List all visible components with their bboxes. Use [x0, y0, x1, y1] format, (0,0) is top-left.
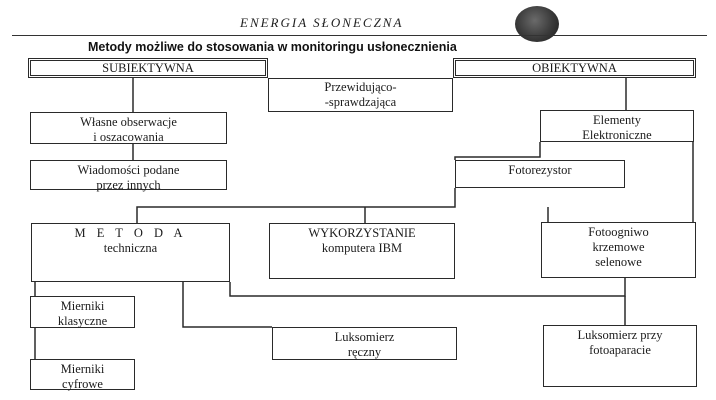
node-mierniki-cyfrowe: Mierniki cyfrowe: [30, 359, 135, 391]
node-label: Luksomierz: [334, 330, 395, 344]
connector-metoda-luksomierz: [182, 282, 272, 328]
node-label: Mierniki: [60, 299, 105, 313]
node-wlasne-obserwacje: Własne obserwacje i oszacowania: [30, 112, 227, 144]
node-przewidujaco: Przewidująco- -sprawdzająca: [268, 78, 453, 112]
node-label: krzemowe: [592, 240, 645, 254]
node-label: Własne obserwacje: [80, 115, 177, 129]
node-label: -sprawdzająca: [324, 95, 397, 109]
node-label: i oszacowania: [93, 130, 164, 144]
node-wiadomosci: Wiadomości podane przez innych: [30, 160, 227, 192]
decorative-dot: [515, 6, 559, 42]
node-label: WYKORZYSTANIE: [308, 226, 416, 240]
header-rule: [12, 35, 707, 36]
node-fotoogniwo: Fotoogniwo krzemowe selenowe: [541, 222, 696, 278]
connector-metoda-lower: [229, 278, 626, 297]
node-label: przez innych: [96, 178, 161, 192]
node-label: klasyczne: [57, 314, 108, 328]
node-label: selenowe: [595, 255, 642, 269]
node-wykorzystanie-komputera: WYKORZYSTANIE komputera IBM: [269, 223, 455, 279]
node-label: komputera IBM: [321, 241, 403, 255]
node-elementy-elektroniczne: Elementy Elektroniczne: [540, 110, 694, 142]
node-luksomierz-fotoaparat: Luksomierz przy fotoaparacie: [543, 325, 697, 387]
node-label: Mierniki: [60, 362, 105, 376]
connector-fotorezystor-bus: [136, 188, 456, 223]
node-label: Wiadomości podane: [77, 163, 180, 177]
connector-elementy-fotorezystor: [454, 142, 541, 160]
running-head: ENERGIA SŁONECZNA: [240, 15, 404, 30]
diagram-caption: Metody możliwe do stosowania w monitorin…: [88, 40, 457, 54]
node-label: Przewidująco-: [324, 80, 397, 94]
node-label: Elementy: [593, 113, 641, 127]
node-label: Luksomierz przy: [577, 328, 663, 342]
node-label: M E T O D A: [74, 226, 187, 240]
node-label: Fotoogniwo: [588, 225, 649, 239]
node-label: OBIEKTYWNA: [532, 60, 617, 75]
node-label: SUBIEKTYWNA: [102, 60, 194, 75]
node-luksomierz-reczny: Luksomierz ręczny: [272, 327, 457, 360]
node-label: cyfrowe: [62, 377, 103, 391]
node-label: Elektroniczne: [582, 128, 652, 142]
node-label: ręczny: [347, 345, 382, 359]
node-label: Fotorezystor: [508, 163, 572, 177]
node-label: techniczna: [103, 241, 158, 255]
node-fotorezystor: Fotorezystor: [455, 160, 625, 188]
node-mierniki-klasyczne: Mierniki klasyczne: [30, 296, 135, 328]
node-subiektywna: SUBIEKTYWNA: [28, 58, 268, 78]
node-metoda-techniczna: M E T O D A techniczna: [31, 223, 230, 282]
node-obiektywna: OBIEKTYWNA: [453, 58, 696, 78]
node-label: fotoaparacie: [589, 343, 651, 357]
